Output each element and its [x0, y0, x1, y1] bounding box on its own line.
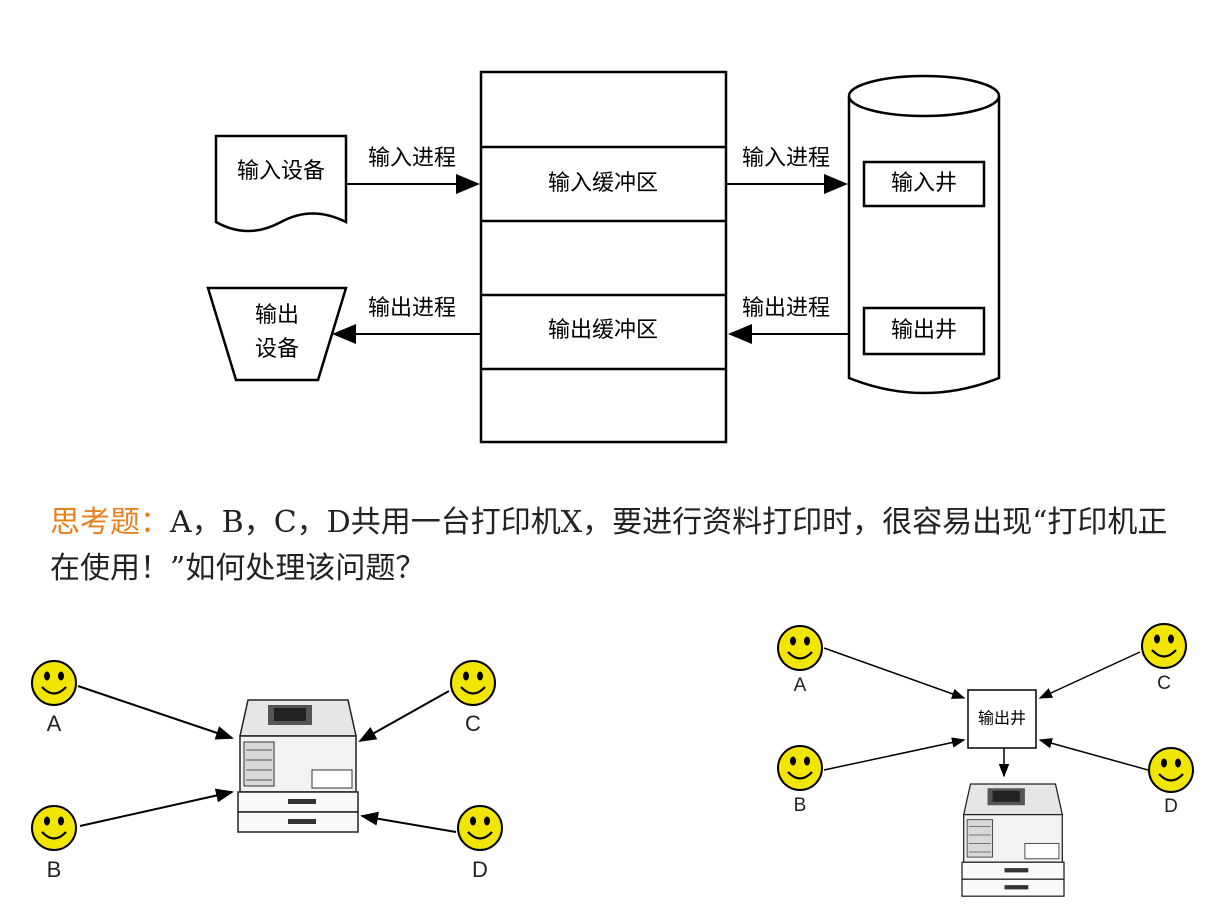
question-text: 思考题：A，B，C，D共用一台打印机X，要进行资料打印时，很容易出现“打印机正在… — [50, 500, 1170, 592]
input-buffer-label: 输入缓冲区 — [548, 171, 658, 196]
input-well-box — [862, 160, 986, 208]
right-scene — [776, 622, 1195, 897]
printer-icon — [237, 699, 359, 833]
smiley-d-icon — [456, 804, 504, 852]
output-buffer-label: 输出缓冲区 — [548, 318, 658, 343]
question-lead: 思考题： — [50, 505, 170, 540]
input-well-label: 输入井 — [891, 171, 957, 196]
left-user-c-label: C — [465, 711, 481, 736]
smiley-b-icon — [776, 744, 824, 792]
output-device-shape — [206, 286, 348, 382]
output-well-box — [862, 306, 986, 356]
smiley-b-icon — [30, 804, 78, 852]
smiley-d-icon — [1147, 746, 1195, 794]
left-user-d-label: D — [472, 857, 488, 882]
smiley-c-icon — [449, 659, 497, 707]
spool-label: 输出井 — [978, 709, 1026, 728]
output-process-left-label: 输出进程 — [368, 296, 456, 321]
output-device-label-2: 设备 — [255, 337, 299, 362]
output-device-label-1: 输出 — [255, 303, 299, 328]
right-user-b-label: B — [794, 795, 807, 816]
left-user-a-label: A — [47, 711, 62, 736]
smiley-c-icon — [1140, 622, 1188, 670]
printer-icon — [961, 783, 1065, 897]
output-process-right-label: 输出进程 — [742, 296, 830, 321]
output-well-label: 输出井 — [891, 318, 957, 343]
spool-box — [967, 689, 1037, 749]
buffer-column — [479, 70, 728, 444]
right-user-c-label: C — [1157, 673, 1171, 694]
question-body: A，B，C，D共用一台打印机X，要进行资料打印时，很容易出现“打印机正在使用！”… — [50, 505, 1168, 586]
smiley-a-icon — [776, 624, 824, 672]
left-user-b-label: B — [47, 857, 62, 882]
input-process-left-label: 输入进程 — [368, 146, 456, 171]
input-device-label: 输入设备 — [237, 159, 325, 184]
right-user-a-label: A — [794, 675, 807, 696]
smiley-a-icon — [30, 659, 78, 707]
input-process-right-label: 输入进程 — [742, 146, 830, 171]
input-device-shape — [214, 134, 348, 233]
left-scene — [30, 659, 504, 852]
right-user-d-label: D — [1164, 796, 1178, 817]
